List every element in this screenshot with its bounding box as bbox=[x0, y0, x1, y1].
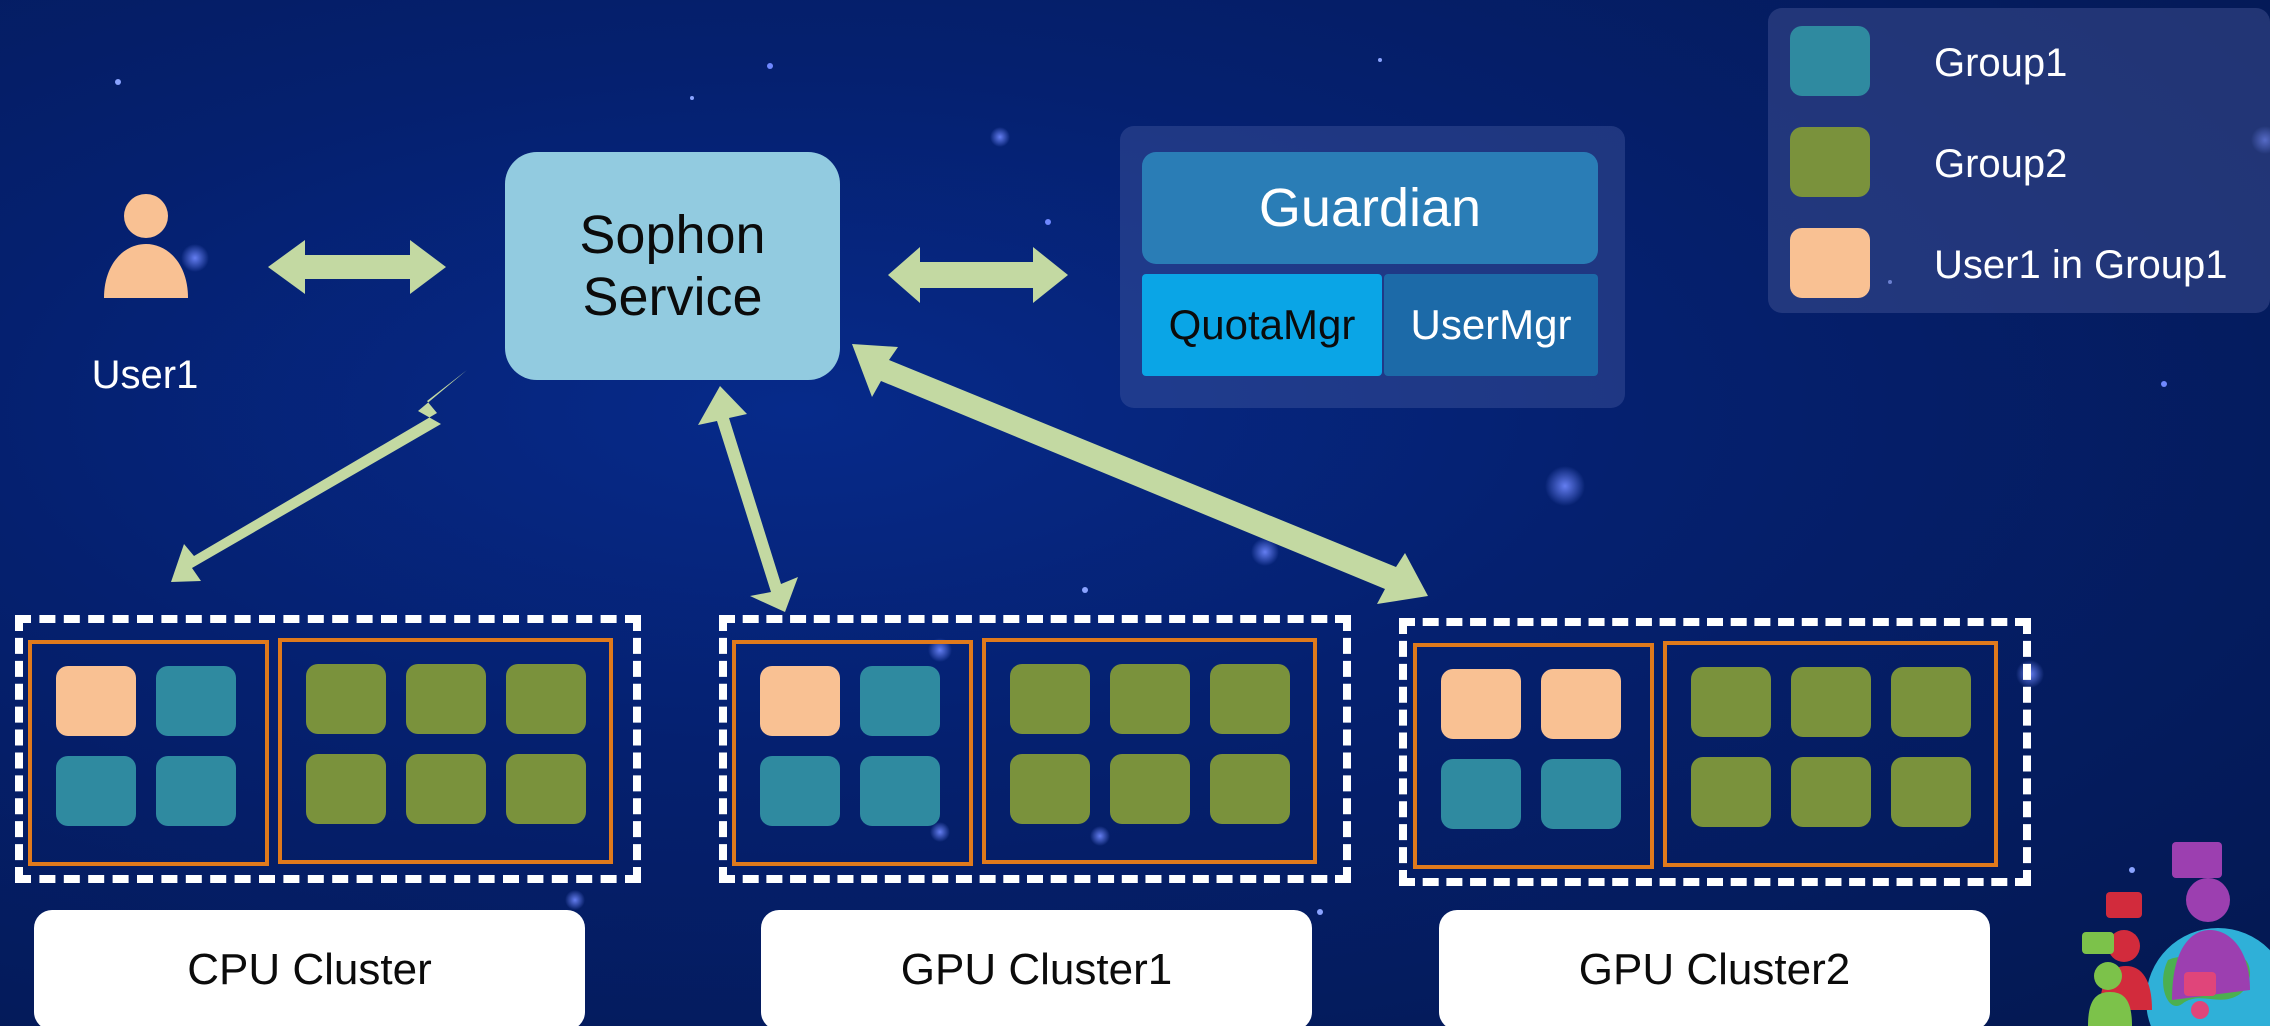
cpu-cluster-group2-box bbox=[278, 638, 613, 864]
node-group2 bbox=[1210, 754, 1290, 824]
sophon-gpu1-arrow bbox=[698, 386, 798, 612]
node-group1 bbox=[56, 756, 136, 826]
node-group1 bbox=[1541, 759, 1621, 829]
node-group2 bbox=[1791, 757, 1871, 827]
node-group2 bbox=[306, 664, 386, 734]
node-group1 bbox=[760, 756, 840, 826]
cpu-cluster-group1-box bbox=[28, 640, 269, 866]
node-group2 bbox=[1110, 664, 1190, 734]
user-label: User1 bbox=[91, 353, 199, 397]
quota-manager-box: QuotaMgr bbox=[1142, 274, 1382, 376]
sophon-title-line1: Sophon bbox=[579, 205, 766, 265]
node-group2 bbox=[1891, 757, 1971, 827]
node-group1 bbox=[860, 756, 940, 826]
gpu-cluster1-group1-box bbox=[732, 640, 973, 866]
node-user1 bbox=[56, 666, 136, 736]
node-group2 bbox=[1110, 754, 1190, 824]
gpu-cluster1-label: GPU Cluster1 bbox=[761, 910, 1312, 1026]
node-group2 bbox=[1691, 667, 1771, 737]
user-sophon-arrow bbox=[268, 240, 446, 294]
node-user1 bbox=[1441, 669, 1521, 739]
node-group1 bbox=[1441, 759, 1521, 829]
legend-label-group2: Group2 bbox=[1934, 142, 2068, 186]
cpu-cluster-label: CPU Cluster bbox=[34, 910, 585, 1026]
gpu-cluster2-label: GPU Cluster2 bbox=[1439, 910, 1990, 1026]
sophon-cpu-arrow bbox=[171, 370, 467, 582]
person-icon bbox=[104, 194, 188, 298]
node-group2 bbox=[1891, 667, 1971, 737]
node-group2 bbox=[306, 754, 386, 824]
node-group2 bbox=[406, 754, 486, 824]
guardian-title: Guardian bbox=[1142, 152, 1598, 264]
node-user1 bbox=[1541, 669, 1621, 739]
gpu-cluster1-outline bbox=[719, 615, 1351, 883]
sophon-service-box: Sophon Service bbox=[505, 152, 840, 380]
gpu-cluster2-group2-box bbox=[1663, 641, 1998, 867]
node-group2 bbox=[1010, 664, 1090, 734]
node-group2 bbox=[1691, 757, 1771, 827]
sophon-title-line2: Service bbox=[582, 267, 763, 327]
node-group2 bbox=[1791, 667, 1871, 737]
chat-globe-decoration bbox=[2082, 842, 2270, 1026]
node-group2 bbox=[506, 754, 586, 824]
gpu-cluster2-group1-box bbox=[1413, 643, 1654, 869]
legend-swatch-user1-in-group1 bbox=[1790, 228, 1870, 298]
legend-label-group1: Group1 bbox=[1934, 41, 2068, 85]
legend-swatch-group2 bbox=[1790, 127, 1870, 197]
node-group1 bbox=[156, 666, 236, 736]
node-group2 bbox=[506, 664, 586, 734]
node-group1 bbox=[156, 756, 236, 826]
legend: Group1 Group2 User1 in Group1 bbox=[1768, 8, 2270, 313]
legend-label-user1-in-group1: User1 in Group1 bbox=[1934, 243, 2228, 287]
user-manager-box: UserMgr bbox=[1384, 274, 1598, 376]
node-user1 bbox=[760, 666, 840, 736]
sophon-gpu2-arrow bbox=[852, 344, 1428, 604]
cpu-cluster-outline bbox=[15, 615, 641, 883]
node-group2 bbox=[1210, 664, 1290, 734]
gpu-cluster2-outline bbox=[1399, 618, 2031, 886]
sophon-guardian-arrow bbox=[888, 247, 1068, 303]
node-group1 bbox=[860, 666, 940, 736]
star-field bbox=[115, 58, 2270, 915]
node-group2 bbox=[406, 664, 486, 734]
gpu-cluster1-group2-box bbox=[982, 638, 1317, 864]
node-group2 bbox=[1010, 754, 1090, 824]
legend-swatch-group1 bbox=[1790, 26, 1870, 96]
